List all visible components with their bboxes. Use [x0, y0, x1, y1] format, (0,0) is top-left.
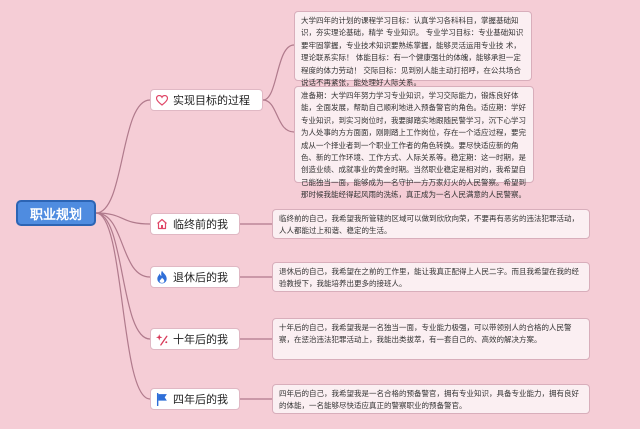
- home-icon: [155, 217, 169, 231]
- branch-goal-process[interactable]: 实现目标的过程: [150, 89, 263, 111]
- branch-ten-years[interactable]: 十年后的我: [150, 328, 240, 350]
- connector-root-branch-2: [95, 212, 151, 225]
- branch-label: 退休后的我: [173, 271, 228, 284]
- note-text: 四年后的自己，我希望我是一名合格的预备警官，拥有专业知识，具备专业能力，拥有良好…: [279, 389, 579, 411]
- connector-branch1-note2: [262, 99, 295, 133]
- branch-label: 实现目标的过程: [173, 94, 250, 107]
- note-text: 退休后的自己，我希望在之前的工作里，能让我真正配得上人民二字。而且我希望在我的经…: [279, 267, 579, 289]
- branch-label: 临终前的我: [173, 218, 228, 231]
- root-topic[interactable]: 职业规划: [16, 200, 96, 226]
- note-text: 十年后的自己，我希望我是一名独当一面，专业能力极强，可以带领别人的合格的人民警察…: [279, 323, 572, 345]
- branch-label: 四年后的我: [173, 393, 228, 406]
- heart-icon: [155, 93, 169, 107]
- note-text: 准备期：大学四年努力学习专业知识，学习交际能力，锻炼良好体能，全面发展，帮助自己…: [301, 91, 526, 200]
- branch-before-death[interactable]: 临终前的我: [150, 213, 240, 235]
- note-four-years: 四年后的自己，我希望我是一名合格的预备警官，拥有专业知识，具备专业能力，拥有良好…: [272, 384, 590, 414]
- connector-root-branch-1: [95, 99, 151, 214]
- sparkle-icon: [155, 332, 169, 346]
- note-after-retirement: 退休后的自己，我希望在之前的工作里，能让我真正配得上人民二字。而且我希望在我的经…: [272, 262, 590, 292]
- branch-after-retirement[interactable]: 退休后的我: [150, 266, 240, 288]
- note-study-goals: 大学四年的计划的课程学习目标：认真学习各科科目，掌握基础知识，夯实理论基础，精学…: [294, 11, 532, 87]
- branch-label: 十年后的我: [173, 333, 228, 346]
- note-text: 临终前的自己，我希望我所管辖的区域可以做到欣欣向荣，不要再有恶劣的违法犯罪活动，…: [279, 214, 579, 236]
- flame-icon: [155, 270, 169, 284]
- connector-root-branch-4: [95, 212, 151, 340]
- note-career-stages: 准备期：大学四年努力学习专业知识，学习交际能力，锻炼良好体能，全面发展，帮助自己…: [294, 86, 534, 199]
- note-text: 大学四年的计划的课程学习目标：认真学习各科科目，掌握基础知识，夯实理论基础，精学…: [301, 16, 524, 88]
- branch-four-years[interactable]: 四年后的我: [150, 388, 240, 410]
- note-before-death: 临终前的自己，我希望我所管辖的区域可以做到欣欣向荣，不要再有恶劣的违法犯罪活动，…: [272, 209, 590, 239]
- flag-icon: [155, 392, 169, 406]
- connector-root-branch-5: [95, 212, 151, 400]
- connector-root-branch-3: [95, 212, 151, 278]
- connector-branch1-note1: [262, 44, 295, 101]
- note-ten-years: 十年后的自己，我希望我是一名独当一面，专业能力极强，可以带领别人的合格的人民警察…: [272, 318, 590, 360]
- root-label: 职业规划: [29, 207, 82, 223]
